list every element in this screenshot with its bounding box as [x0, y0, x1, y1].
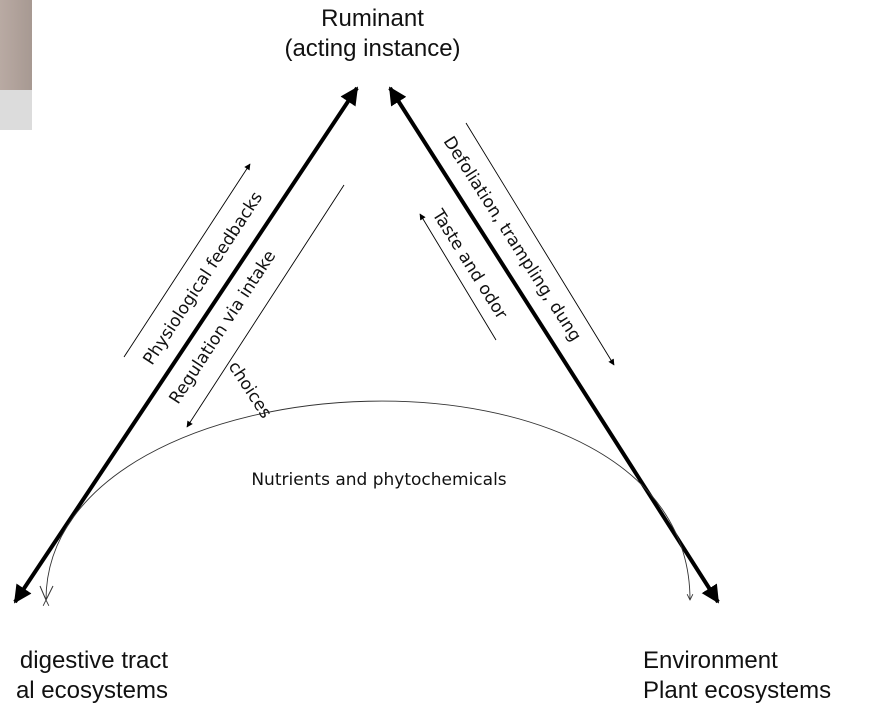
- nutrients-label: Nutrients and phytochemicals: [251, 470, 506, 490]
- node-environment-title: Environment: [643, 647, 778, 674]
- physiological-feedbacks-arrow: [123, 163, 251, 358]
- node-environment: Environment Plant ecosystems: [643, 646, 831, 706]
- node-digestive-tract-title: digestive tract: [19, 647, 168, 674]
- defoliation-arrow: [465, 122, 615, 366]
- node-environment-subtitle: Plant ecosystems: [643, 677, 832, 704]
- background-photo-fragment: [0, 0, 32, 90]
- node-digestive-tract-subtitle: al ecosystems: [15, 677, 168, 704]
- left-bidirectional-arrow: [13, 86, 359, 604]
- regulation-arrow: [186, 184, 345, 428]
- nutrients-left-arrowhead: [39, 585, 54, 601]
- node-ruminant: Ruminant (acting instance): [0, 4, 745, 64]
- taste-odor-arrow: [419, 213, 497, 341]
- node-ruminant-subtitle: (acting instance): [284, 35, 461, 62]
- nutrients-curved-arrow: [46, 400, 690, 600]
- regulation-label-line2: choices: [224, 358, 276, 423]
- right-bidirectional-arrow: [388, 86, 720, 604]
- node-ruminant-title: Ruminant: [321, 5, 424, 32]
- node-digestive-tract: digestive tract al ecosystems: [16, 646, 168, 706]
